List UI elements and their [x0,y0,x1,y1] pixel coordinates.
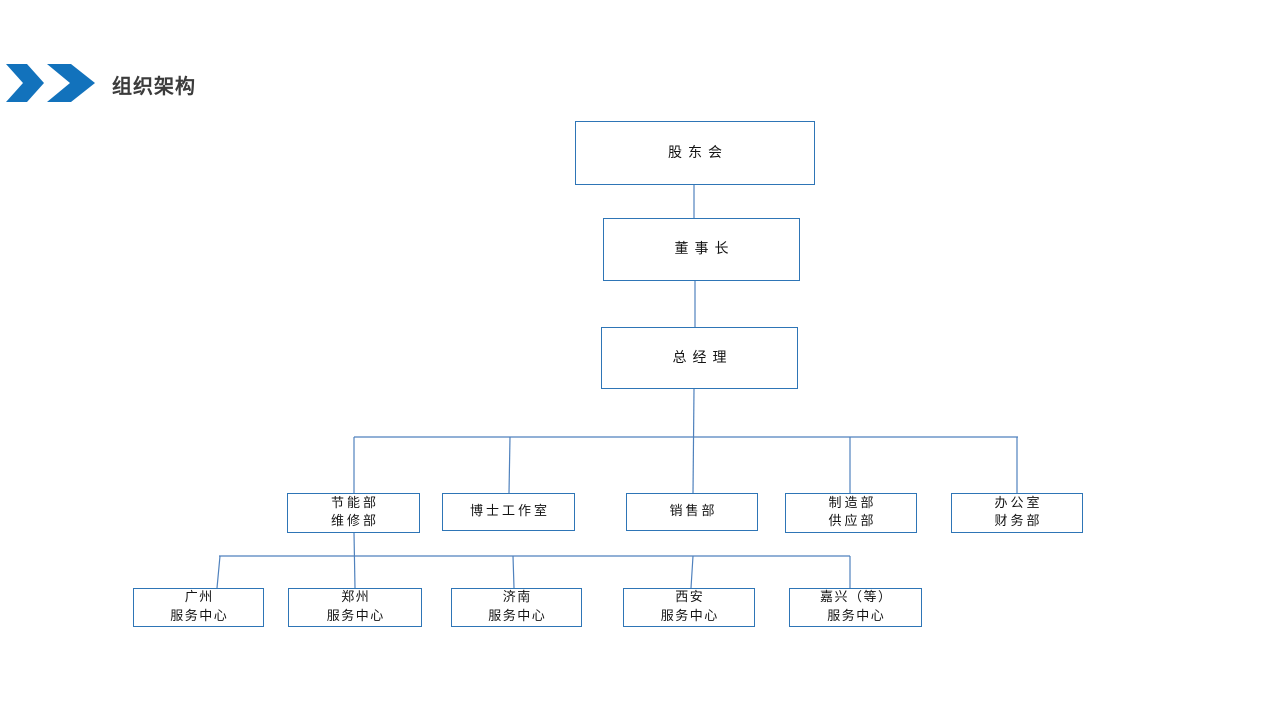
org-node-label: 销售部 [669,503,718,519]
connector [508,436,511,494]
org-node-label: 节能部 维修部 [330,495,379,529]
org-node-label: 办公室 财务部 [994,495,1043,529]
org-node-office-finance: 办公室 财务部 [951,493,1083,533]
double-chevron-icon [6,64,95,102]
org-node-sales: 销售部 [626,493,758,531]
org-node-xian-center: 西安 服务中心 [623,588,755,627]
org-node-zhengzhou-center: 郑州 服务中心 [288,588,422,627]
org-node-jiaxing-center: 嘉兴（等） 服务中心 [789,588,922,627]
page-title: 组织架构 [112,74,196,98]
connector [216,555,221,589]
org-node-label: 博士工作室 [469,503,550,519]
org-node-label: 股东会 [668,144,728,161]
org-node-label: 郑州 服务中心 [326,590,385,624]
org-node-label: 总经理 [672,349,733,366]
org-node-jinan-center: 济南 服务中心 [451,588,582,627]
org-node-label: 西安 服务中心 [660,590,719,624]
org-node-doctor-studio: 博士工作室 [442,493,575,531]
org-node-manufacturing-supply: 制造部 供应部 [785,493,917,533]
org-node-label: 广州 服务中心 [170,590,229,624]
org-node-general-manager: 总经理 [601,327,798,389]
org-node-energy-maintenance: 节能部 维修部 [287,493,420,533]
connector [512,555,515,589]
org-node-shareholders: 股东会 [575,121,815,185]
slide-header: 组织架构 [0,0,1280,110]
org-node-label: 制造部 供应部 [828,495,877,529]
connector [690,555,694,589]
connector [353,532,356,589]
connector [692,388,695,494]
org-node-guangzhou-center: 广州 服务中心 [133,588,264,627]
org-node-label: 嘉兴（等） 服务中心 [819,590,893,624]
org-node-label: 董事长 [674,241,735,258]
org-node-label: 济南 服务中心 [488,590,547,624]
org-node-chairman: 董事长 [603,218,800,281]
